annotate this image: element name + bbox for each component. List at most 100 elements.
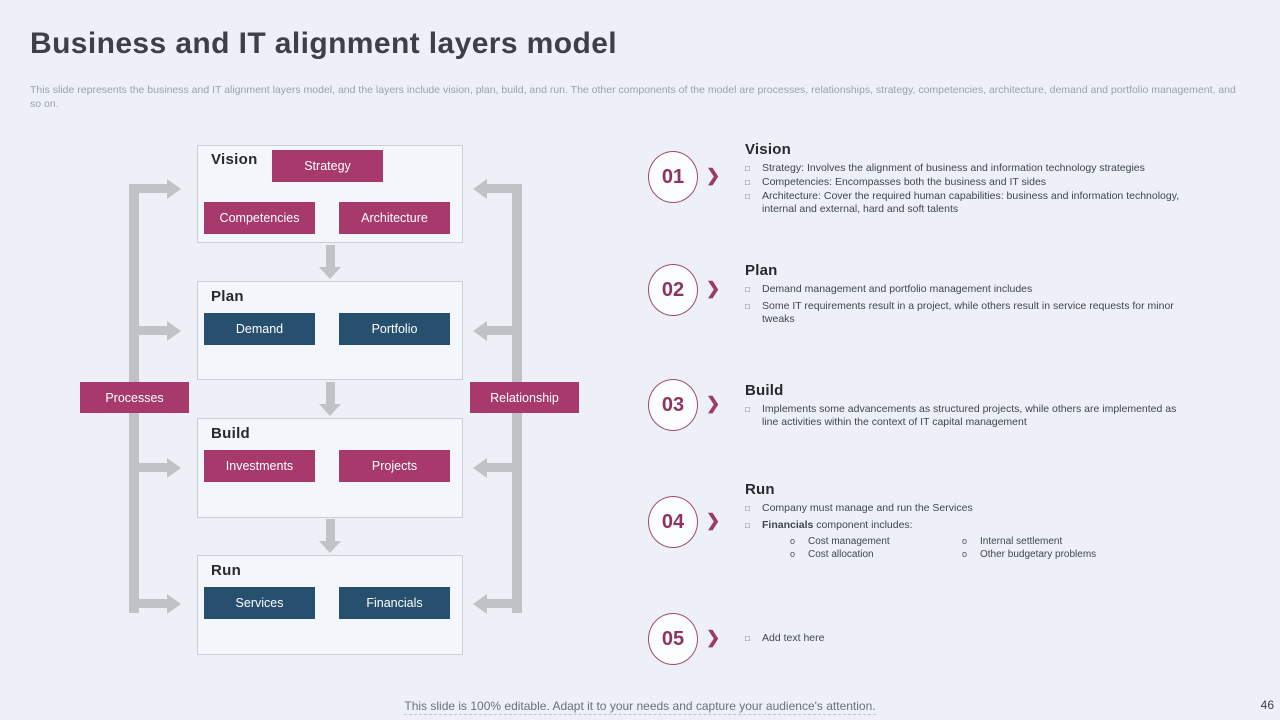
arrow-right-vision-shaft	[487, 184, 520, 193]
arrow-left-icon	[473, 179, 487, 199]
circle-bullet-icon: o	[962, 536, 968, 547]
chevron-right-icon: ❯	[706, 394, 721, 413]
layer-title-run: Run	[211, 562, 242, 579]
bullet-text: Financials component includes:	[762, 519, 913, 532]
section-01-number-circle: 01	[648, 151, 698, 203]
section-04-number-circle: 04	[648, 496, 698, 548]
chevron-right-icon: ❯	[706, 279, 721, 298]
chip-projects: Projects	[339, 450, 450, 482]
square-bullet-icon: □	[745, 192, 750, 202]
section-02: Plan □ Demand management and portfolio ma…	[745, 262, 1207, 330]
arrow-left-vision-shaft	[134, 184, 167, 193]
arrow-down-vision-plan	[326, 245, 335, 267]
section-05-number-circle: 05	[648, 613, 698, 665]
arrow-left-icon	[473, 321, 487, 341]
section-02-number-circle: 02	[648, 264, 698, 316]
section-05: □ Add text here	[745, 632, 1207, 649]
section-04: Run □ Company must manage and run the Ser…	[745, 481, 1207, 561]
chevron-right-icon: ❯	[706, 166, 721, 185]
square-bullet-icon: □	[745, 405, 750, 414]
sub-bullet-item: o Other budgetary problems	[962, 549, 1134, 561]
chip-architecture: Architecture	[339, 202, 450, 234]
label-processes: Processes	[80, 382, 189, 413]
chip-investments: Investments	[204, 450, 315, 482]
square-bullet-icon: □	[745, 521, 750, 531]
section-03-number-circle: 03	[648, 379, 698, 431]
bullet-item: □ Financials component includes:	[745, 519, 1207, 532]
section-03: Build □ Implements some advancements as s…	[745, 382, 1207, 433]
bullet-item: □ Company must manage and run the Service…	[745, 502, 1207, 515]
section-title: Plan	[745, 262, 778, 279]
bullet-text: Some IT requirements result in a project…	[762, 300, 1174, 326]
layer-title-vision: Vision	[211, 151, 258, 168]
bullet-item: □Some IT requirements result in a projec…	[745, 300, 1207, 326]
arrow-left-plan-shaft	[134, 326, 167, 335]
arrow-right-build-shaft	[487, 463, 520, 472]
layer-title-plan: Plan	[211, 288, 244, 305]
square-bullet-icon: □	[745, 178, 750, 188]
page-subtitle: This slide represents the business and I…	[30, 84, 1236, 111]
bullet-text: Demand management and portfolio manageme…	[762, 283, 1033, 295]
arrow-left-build-shaft	[134, 463, 167, 472]
section-title: Vision	[745, 141, 791, 158]
sub-bullet-text: Cost management	[808, 536, 890, 548]
chevron-right-icon: ❯	[706, 628, 721, 647]
sub-bullet-text: Other budgetary problems	[980, 548, 1097, 560]
chip-services: Services	[204, 587, 315, 619]
bullet-item: □ Demand management and portfolio managem…	[745, 283, 1207, 296]
chip-competencies: Competencies	[204, 202, 315, 234]
circle-bullet-icon: o	[962, 548, 968, 559]
sub-bullet-text: Internal settlement	[980, 536, 1063, 548]
section-01: Vision □ Strategy: Involves the alignment…	[745, 141, 1207, 217]
arrow-down-build-run	[326, 519, 335, 541]
arrow-right-plan-shaft	[487, 326, 520, 335]
square-bullet-icon: □	[745, 164, 750, 173]
bullet-text: Architecture: Cover the required human c…	[762, 190, 1180, 216]
sub-bullet-text: Cost allocation	[808, 548, 874, 560]
arrow-right-icon	[167, 594, 181, 614]
bullet-text: Implements some advancements as structur…	[762, 403, 1177, 429]
chip-strategy: Strategy	[272, 150, 383, 182]
square-bullet-icon: □	[745, 504, 750, 513]
chip-portfolio: Portfolio	[339, 313, 450, 345]
label-relationship: Relationship	[470, 382, 579, 413]
bullet-item: □ Strategy: Involves the alignment of bus…	[745, 162, 1207, 175]
section-title: Run	[745, 481, 775, 498]
page-title: Business and IT alignment layers model	[30, 27, 618, 60]
bullet-text: Add text here	[762, 632, 825, 644]
arrow-left-icon	[473, 458, 487, 478]
bullet-text: Strategy: Involves the alignment of busi…	[762, 162, 1145, 174]
square-bullet-icon: □	[745, 634, 750, 643]
footer-text: This slide is 100% editable. Adapt it to…	[404, 699, 876, 715]
bullet-item: □ Implements some advancements as structu…	[745, 403, 1207, 429]
bullet-item: □ Architecture: Cover the required human …	[745, 190, 1207, 216]
section-title: Build	[745, 382, 784, 399]
sub-bullet-item: o Cost allocation	[790, 549, 962, 561]
arrow-down-icon	[319, 541, 341, 553]
circle-bullet-icon: o	[790, 536, 796, 547]
bullet-item: □ Competencies: Encompasses both the busi…	[745, 176, 1207, 189]
chip-demand: Demand	[204, 313, 315, 345]
circle-bullet-icon: o	[790, 548, 796, 559]
arrow-left-run-shaft	[134, 599, 167, 608]
bullet-text: Competencies: Encompasses both the busin…	[762, 176, 1047, 189]
sub-bullet-item: o Internal settlement	[962, 536, 1134, 548]
arrow-right-run-shaft	[487, 599, 520, 608]
arrow-down-plan-build	[326, 382, 335, 404]
arrow-down-icon	[319, 404, 341, 416]
chevron-right-icon: ❯	[706, 511, 721, 530]
slide-footer: This slide is 100% editable. Adapt it to…	[0, 699, 1280, 715]
square-bullet-icon: □	[745, 285, 750, 294]
bullet-item: □ Add text here	[745, 632, 1207, 645]
chip-financials: Financials	[339, 587, 450, 619]
bullet-text: Company must manage and run the Services	[762, 502, 973, 514]
arrow-left-icon	[473, 594, 487, 614]
sub-bullet-item: o Cost management	[790, 536, 962, 548]
arrow-down-icon	[319, 267, 341, 279]
layer-title-build: Build	[211, 425, 250, 442]
page-number: 46	[1260, 698, 1274, 712]
arrow-right-icon	[167, 179, 181, 199]
